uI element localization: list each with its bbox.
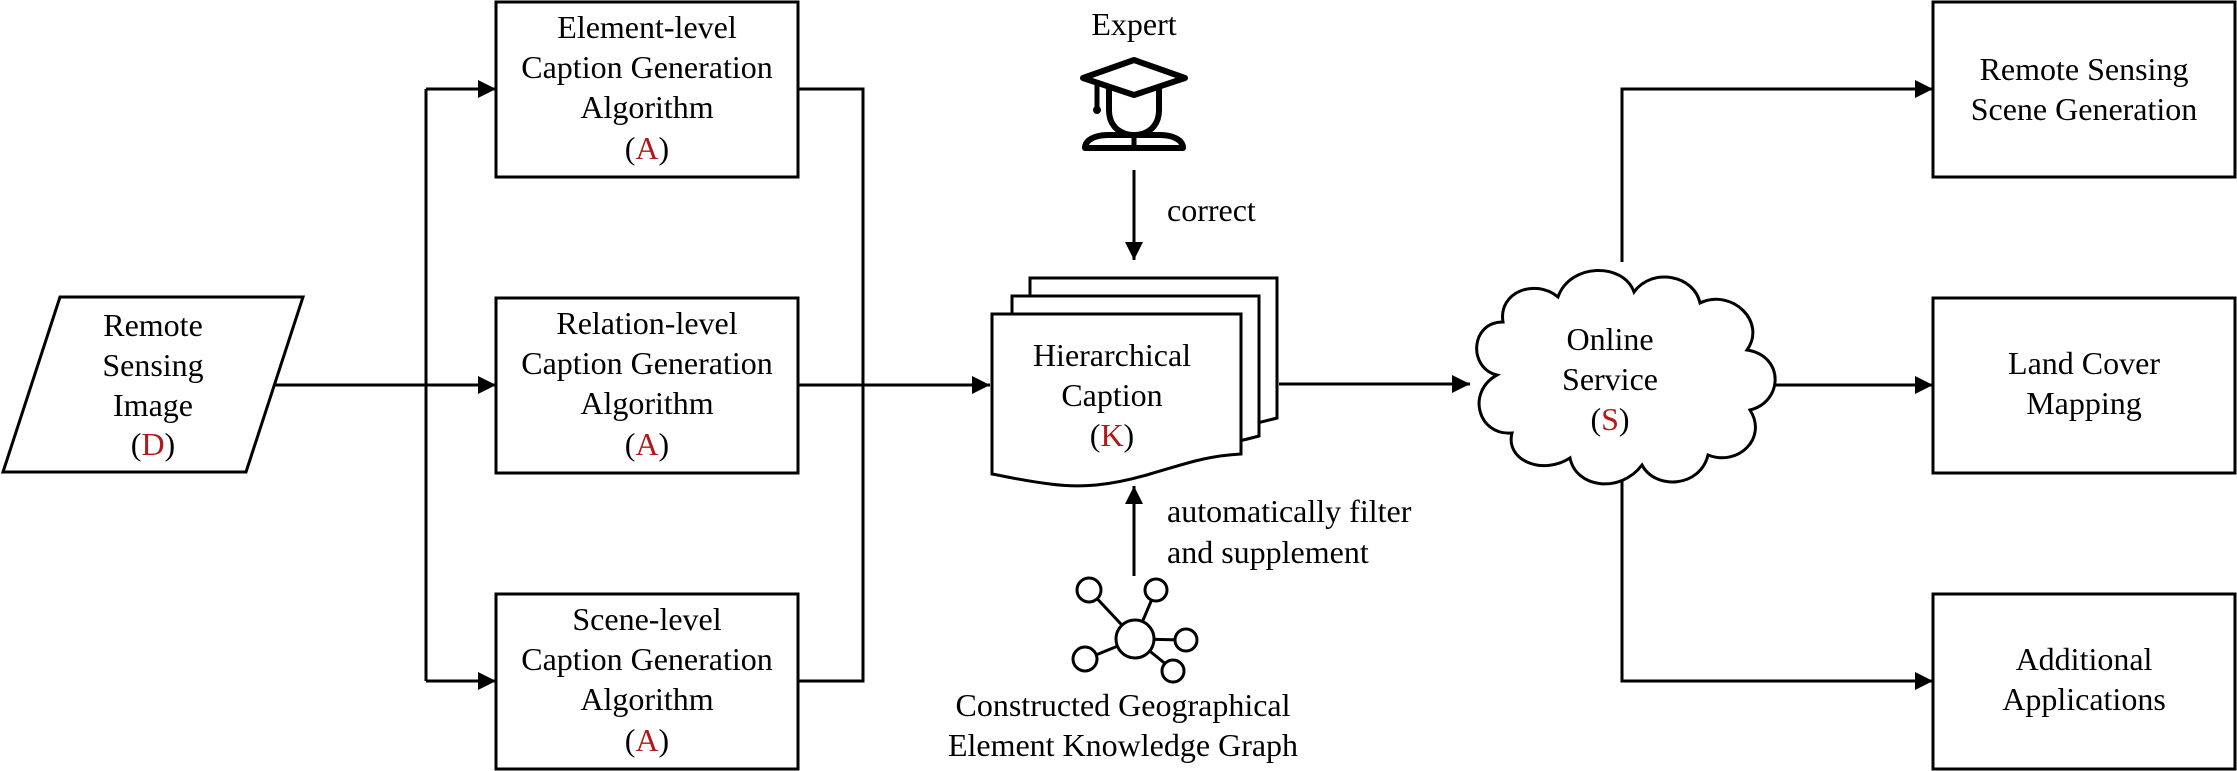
input-parallelogram <box>0 295 306 474</box>
element-level-line-1: Element-level <box>557 9 737 45</box>
additional-box <box>1931 592 2237 771</box>
knowledge-graph-icon <box>1071 576 1199 684</box>
relation-level-line-2: Caption Generation <box>521 345 772 381</box>
element-level-algorithm-node: Element-level Caption Generation Algorit… <box>494 0 800 179</box>
caption-line-2: Caption <box>1061 377 1162 413</box>
graduate-expert-icon <box>1080 57 1188 151</box>
online-service-node: Online Service (S) <box>1475 269 1777 486</box>
graph-node <box>1071 645 1099 673</box>
caption-tag: (K) <box>1090 417 1134 453</box>
service-to-scene-generation-line <box>1620 80 1933 262</box>
scene-to-merge-line <box>799 385 865 683</box>
land-cover-line-2: Mapping <box>2026 385 2142 421</box>
element-level-line-2: Caption Generation <box>521 49 772 85</box>
scene-level-line-1: Scene-level <box>572 601 721 637</box>
element-level-box <box>494 0 800 179</box>
element-to-merge-line <box>799 87 865 385</box>
land-cover-mapping-node: Land Cover Mapping <box>1931 296 2237 475</box>
input-tag-letter: D <box>141 426 164 462</box>
scene-level-tag: (A) <box>625 722 669 758</box>
graph-node <box>1075 576 1103 604</box>
hierarchical-caption-node: Hierarchical Caption (K) <box>990 276 1279 488</box>
remote-sensing-image-node: Remote Sensing Image (D) <box>0 295 306 474</box>
graph-label-line-1: Constructed Geographical <box>956 687 1291 723</box>
relation-level-tag: (A) <box>625 426 669 462</box>
land-cover-line-1: Land Cover <box>2008 345 2160 381</box>
input-label-line-3: Image <box>113 387 193 423</box>
scene-level-line-2: Caption Generation <box>521 641 772 677</box>
graph-action-line-1: automatically filter <box>1167 493 1412 529</box>
graph-node <box>1143 577 1169 603</box>
expert-shoulders <box>1082 132 1186 151</box>
service-line-2: Service <box>1562 361 1658 397</box>
relation-level-algorithm-node: Relation-level Caption Generation Algori… <box>494 296 800 475</box>
scene-generation-line-2: Scene Generation <box>1971 91 2198 127</box>
element-level-line-3: Algorithm <box>580 89 713 125</box>
caption-line-1: Hierarchical <box>1033 337 1191 373</box>
service-tag: (S) <box>1590 401 1629 437</box>
additional-applications-node: Additional Applications <box>1931 592 2237 771</box>
additional-line-1: Additional <box>2016 641 2153 677</box>
knowledge-graph-node: automatically filter and supplement Cons… <box>948 493 1412 763</box>
expert-node: Expert correct <box>1080 6 1256 228</box>
scene-generation-node: Remote Sensing Scene Generation <box>1931 0 2237 179</box>
expert-label: Expert <box>1091 6 1176 42</box>
correct-label: correct <box>1167 192 1256 228</box>
graph-label-line-2: Element Knowledge Graph <box>948 727 1298 763</box>
service-line-1: Online <box>1566 321 1653 357</box>
service-to-additional-line <box>1620 472 1933 690</box>
graph-node <box>1160 658 1186 684</box>
tassel-end <box>1093 106 1101 114</box>
graph-action-line-2: and supplement <box>1167 534 1369 570</box>
scene-level-box <box>494 592 800 771</box>
cloud-shape <box>1475 269 1777 486</box>
scene-level-line-3: Algorithm <box>580 681 713 717</box>
input-tag: (D) <box>131 426 175 462</box>
input-label-line-1: Remote <box>103 307 203 343</box>
caption-page-front <box>990 312 1243 488</box>
input-label-line-2: Sensing <box>102 347 203 383</box>
relation-level-box <box>494 296 800 475</box>
mortarboard-top <box>1080 57 1188 98</box>
land-cover-box <box>1931 296 2237 475</box>
element-level-tag: (A) <box>625 130 669 166</box>
scene-generation-line-1: Remote Sensing <box>1980 51 2189 87</box>
scene-level-algorithm-node: Scene-level Caption Generation Algorithm… <box>494 592 800 771</box>
additional-line-2: Applications <box>2002 681 2166 717</box>
connectors <box>271 80 1933 690</box>
scene-generation-box <box>1931 0 2237 179</box>
relation-level-line-3: Algorithm <box>580 385 713 421</box>
graph-center-node <box>1114 618 1156 660</box>
relation-level-line-1: Relation-level <box>556 305 737 341</box>
graph-node <box>1173 627 1199 653</box>
